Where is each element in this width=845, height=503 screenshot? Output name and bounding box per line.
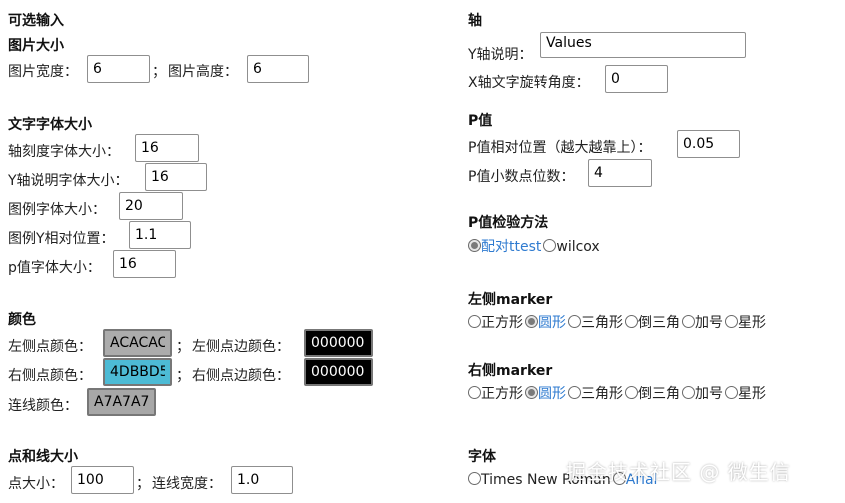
image-width-label: 图片宽度： bbox=[8, 64, 78, 80]
font-times-radio[interactable] bbox=[468, 472, 481, 485]
font-arial-label[interactable]: Arial bbox=[625, 472, 658, 488]
left-marker-triangle-radio[interactable] bbox=[568, 315, 581, 328]
tick-font-size-input[interactable] bbox=[135, 134, 199, 162]
right-marker-star-label[interactable]: 星形 bbox=[738, 386, 766, 402]
p-decimals-label: P值小数点位数： bbox=[468, 169, 575, 185]
left-marker-square-radio[interactable] bbox=[468, 315, 481, 328]
right-marker-inverted-triangle-label[interactable]: 倒三角 bbox=[638, 386, 680, 402]
left-edge-color-label: 左侧点边颜色： bbox=[192, 339, 290, 355]
left-marker-square-label[interactable]: 正方形 bbox=[481, 315, 523, 331]
p-decimals-input[interactable] bbox=[588, 159, 652, 187]
legend-y-position-label: 图例Y相对位置： bbox=[8, 231, 115, 247]
optional-input-heading: 可选输入 bbox=[8, 13, 64, 29]
font-family-group: Times New Roman Arial bbox=[468, 472, 657, 488]
line-color-input[interactable] bbox=[87, 388, 156, 416]
line-width-label: 连线宽度： bbox=[152, 476, 222, 492]
font-size-heading: 文字字体大小 bbox=[8, 117, 92, 133]
font-times-label[interactable]: Times New Roman bbox=[481, 472, 611, 488]
left-marker-inverted-triangle-radio[interactable] bbox=[625, 315, 638, 328]
separator: ； bbox=[136, 476, 150, 492]
separator: ； bbox=[176, 368, 190, 384]
left-marker-circle-label[interactable]: 圆形 bbox=[538, 315, 566, 331]
separator: ； bbox=[176, 339, 190, 355]
font-arial-radio[interactable] bbox=[612, 472, 626, 485]
right-point-color-label: 右侧点颜色： bbox=[8, 368, 92, 384]
point-size-input[interactable] bbox=[71, 466, 134, 494]
right-marker-triangle-label[interactable]: 三角形 bbox=[581, 386, 623, 402]
p-value-heading: P值 bbox=[468, 113, 493, 129]
right-edge-color-input[interactable] bbox=[304, 358, 373, 386]
right-marker-square-label[interactable]: 正方形 bbox=[481, 386, 523, 402]
right-point-color-input[interactable] bbox=[103, 358, 172, 386]
wilcox-label[interactable]: wilcox bbox=[556, 239, 600, 255]
left-marker-circle-radio[interactable] bbox=[525, 315, 538, 328]
x-rotation-input[interactable] bbox=[605, 65, 668, 93]
line-width-input[interactable] bbox=[231, 466, 293, 494]
right-marker-group: 正方形圆形三角形倒三角加号星形 bbox=[468, 383, 766, 403]
right-marker-circle-radio[interactable] bbox=[525, 386, 538, 399]
point-size-label: 点大小： bbox=[8, 476, 64, 492]
left-marker-star-label[interactable]: 星形 bbox=[738, 315, 766, 331]
p-test-method-group: 配对ttest wilcox bbox=[468, 236, 600, 256]
left-marker-heading: 左侧marker bbox=[468, 292, 553, 308]
image-height-label: 图片高度： bbox=[168, 64, 238, 80]
image-width-input[interactable] bbox=[87, 55, 150, 83]
left-marker-group: 正方形圆形三角形倒三角加号星形 bbox=[468, 312, 766, 332]
p-position-input[interactable] bbox=[677, 130, 740, 158]
ylabel-font-size-label: Y轴说明字体大小： bbox=[8, 173, 129, 189]
right-marker-star-radio[interactable] bbox=[725, 386, 738, 399]
font-family-heading: 字体 bbox=[468, 449, 496, 465]
right-marker-heading: 右侧marker bbox=[468, 363, 553, 379]
right-marker-plus-label[interactable]: 加号 bbox=[695, 386, 723, 402]
right-marker-plus-radio[interactable] bbox=[682, 386, 695, 399]
left-marker-triangle-label[interactable]: 三角形 bbox=[581, 315, 623, 331]
axis-heading: 轴 bbox=[468, 13, 482, 29]
right-marker-square-radio[interactable] bbox=[468, 386, 481, 399]
p-test-method-heading: P值检验方法 bbox=[468, 215, 549, 231]
left-point-color-label: 左侧点颜色： bbox=[8, 339, 92, 355]
left-marker-inverted-triangle-label[interactable]: 倒三角 bbox=[638, 315, 680, 331]
paired-ttest-label[interactable]: 配对ttest bbox=[481, 239, 542, 255]
p-font-size-input[interactable] bbox=[113, 250, 176, 278]
separator: ； bbox=[152, 64, 166, 80]
left-marker-star-radio[interactable] bbox=[725, 315, 738, 328]
right-marker-inverted-triangle-radio[interactable] bbox=[625, 386, 638, 399]
right-marker-triangle-radio[interactable] bbox=[568, 386, 581, 399]
point-line-size-heading: 点和线大小 bbox=[8, 449, 78, 465]
legend-y-position-input[interactable] bbox=[129, 221, 191, 249]
left-point-color-input[interactable] bbox=[103, 329, 172, 357]
color-heading: 颜色 bbox=[8, 312, 36, 328]
image-height-input[interactable] bbox=[247, 55, 309, 83]
ylabel-font-size-input[interactable] bbox=[145, 163, 207, 191]
x-rotation-label: X轴文字旋转角度： bbox=[468, 75, 590, 91]
y-axis-label-textarea[interactable]: Values bbox=[540, 32, 746, 58]
image-size-heading: 图片大小 bbox=[8, 38, 64, 54]
paired-ttest-radio[interactable] bbox=[468, 239, 481, 252]
watermark: 掘金技术社区 @ 微生信 bbox=[566, 460, 791, 484]
right-edge-color-label: 右侧点边颜色： bbox=[192, 368, 290, 384]
left-edge-color-input[interactable] bbox=[304, 329, 373, 357]
y-axis-label-label: Y轴说明： bbox=[468, 47, 533, 63]
tick-font-size-label: 轴刻度字体大小： bbox=[8, 144, 120, 160]
right-marker-circle-label[interactable]: 圆形 bbox=[538, 386, 566, 402]
left-marker-plus-radio[interactable] bbox=[682, 315, 695, 328]
p-position-label: P值相对位置（越大越靠上）： bbox=[468, 140, 652, 156]
legend-font-size-label: 图例字体大小： bbox=[8, 202, 106, 218]
p-font-size-label: p值字体大小： bbox=[8, 260, 101, 276]
left-marker-plus-label[interactable]: 加号 bbox=[695, 315, 723, 331]
wilcox-radio[interactable] bbox=[543, 239, 557, 252]
legend-font-size-input[interactable] bbox=[119, 192, 183, 220]
line-color-label: 连线颜色： bbox=[8, 398, 78, 414]
